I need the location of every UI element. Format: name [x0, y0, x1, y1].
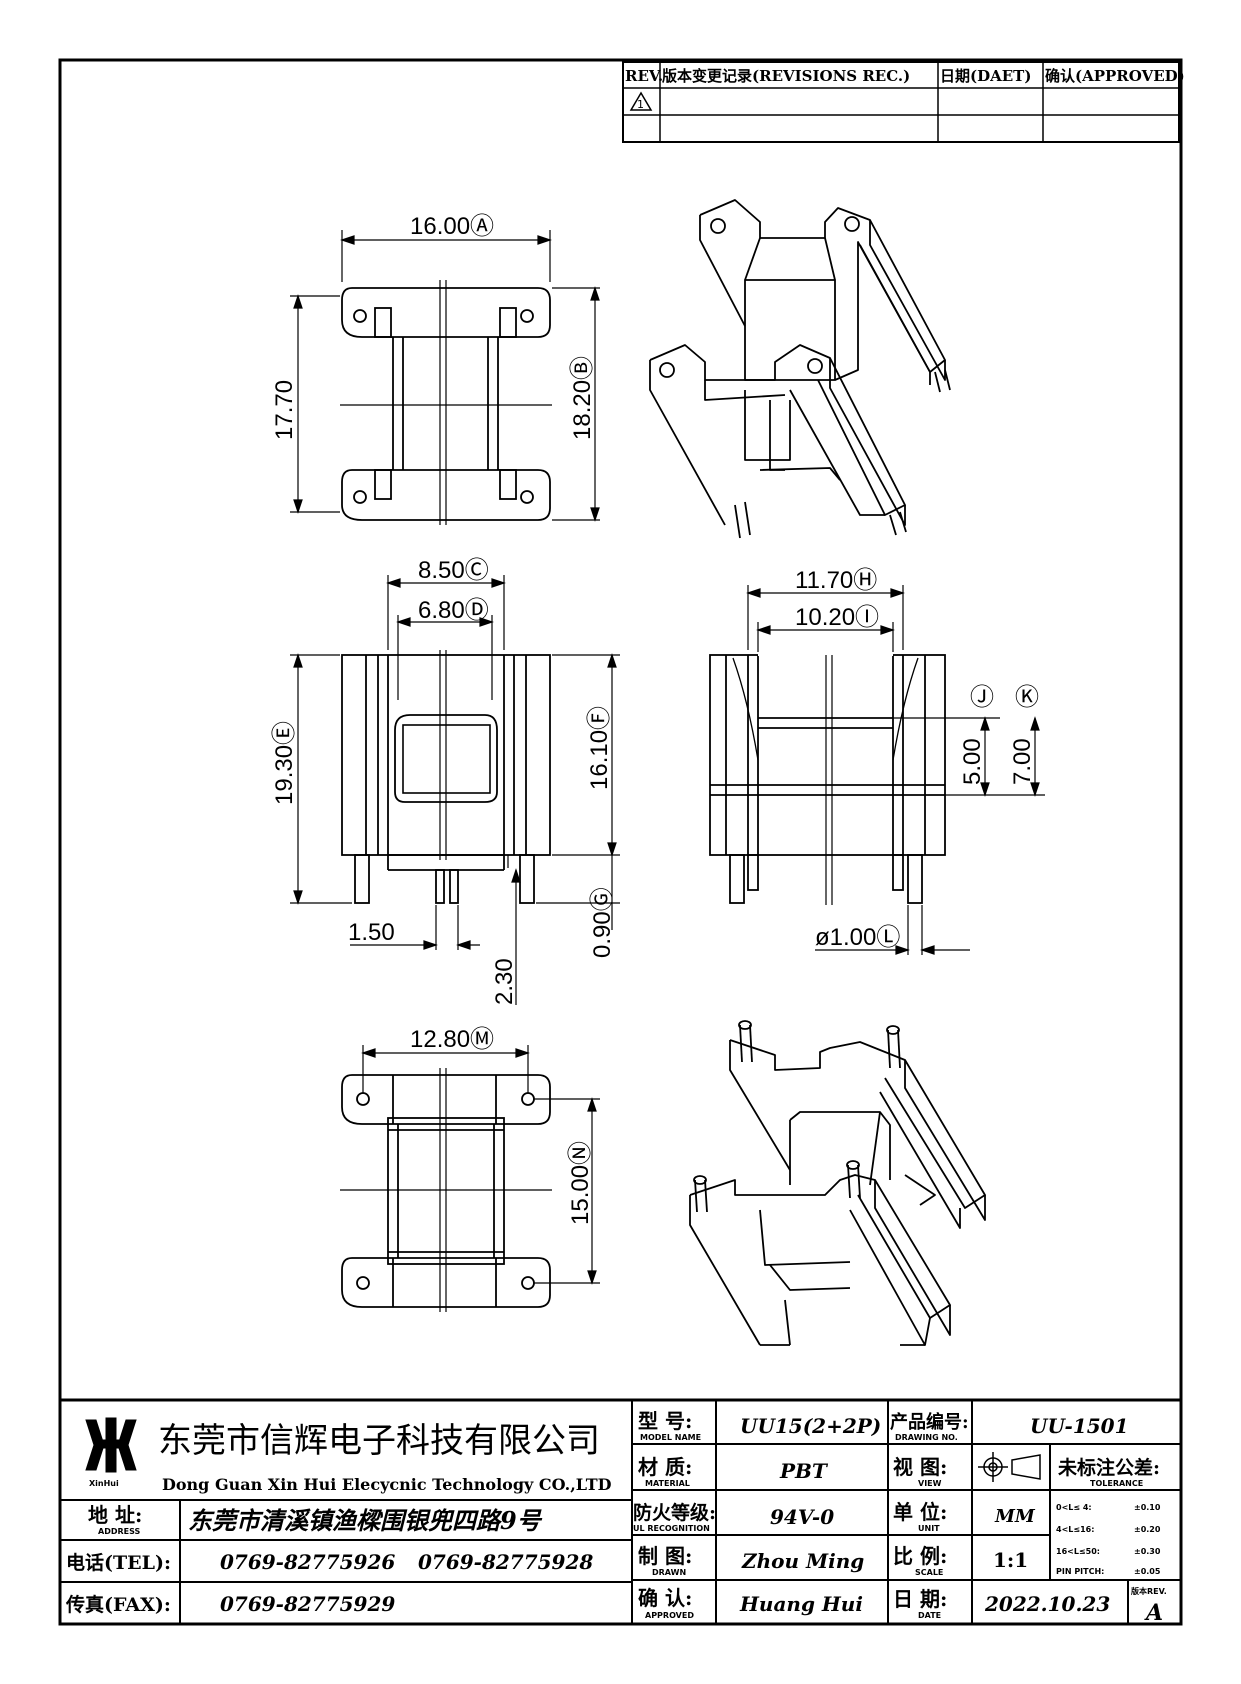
scale-value: 1:1: [993, 1548, 1028, 1572]
tolerance-value-1: ±0.10: [1134, 1503, 1161, 1512]
drawn-label: 制 图:: [638, 1544, 692, 1568]
address-label: 地 址:: [88, 1503, 142, 1527]
projection-symbol-icon: [978, 1452, 1041, 1482]
revision-table: [622, 61, 1180, 143]
drawing-no-value: UU-1501: [1030, 1414, 1129, 1438]
approved-label: 确 认:: [638, 1586, 692, 1610]
scale-label-en: SCALE: [915, 1568, 943, 1577]
side-view-dims: [746, 585, 1045, 955]
tel-label: 电话(TEL):: [66, 1551, 171, 1574]
ul-value: 94V-0: [770, 1505, 834, 1529]
dim-top-width: 16.00Ⓐ: [410, 213, 494, 240]
dim-label-j: Ⓙ: [970, 684, 994, 711]
unit-label: 单 位:: [893, 1500, 947, 1524]
dim-top-height-right: 18.20Ⓑ: [569, 356, 596, 440]
dim-label-k: Ⓚ: [1015, 684, 1039, 711]
front-view-dims: [290, 575, 620, 1005]
dim-pin-height: 2.30: [491, 958, 518, 1005]
unit-value: MM: [994, 1506, 1036, 1527]
dim-front-height-right: 16.10Ⓕ: [586, 706, 613, 790]
material-label: 材 质:: [638, 1455, 692, 1479]
front-view: [341, 650, 551, 904]
date-label-en: DATE: [918, 1611, 941, 1620]
tel-value-1: 0769-82775926: [220, 1550, 395, 1574]
dim-front-outer: 8.50Ⓒ: [418, 557, 489, 584]
logo-text: XinHui: [89, 1479, 119, 1488]
sheet-border: [58, 58, 1183, 1626]
tolerance-value-3: ±0.30: [1134, 1547, 1161, 1556]
model-label: 型 号:: [638, 1409, 692, 1433]
dim-bottom-width: 12.80Ⓜ: [410, 1026, 494, 1053]
rev-symbol: 1: [637, 98, 644, 111]
top-view: [340, 280, 552, 525]
date-label: 日 期:: [893, 1587, 947, 1611]
tolerance-title: 未标注公差:: [1057, 1456, 1160, 1479]
tolerance-en: TOLERANCE: [1090, 1479, 1143, 1488]
approved-value: Huang Hui: [739, 1592, 863, 1616]
drawing-no-label: 产品编号:: [890, 1411, 969, 1433]
title-block: [58, 1398, 1183, 1626]
dim-pin-width: 1.50: [348, 919, 395, 946]
rev-header: REV.: [625, 67, 663, 85]
dim-side-h2: 7.00: [1009, 738, 1036, 785]
drawing-no-label-en: DRAWING NO.: [895, 1433, 958, 1442]
unit-label-en: UNIT: [918, 1524, 940, 1533]
tolerance-range-4: PIN PITCH:: [1056, 1567, 1104, 1576]
ul-label-en: UL RECOGNITION: [633, 1524, 710, 1533]
address-value: 东莞市清溪镇渔樑围银兜四路9号: [188, 1506, 543, 1535]
tolerance-range-3: 16<L≤50:: [1056, 1547, 1100, 1556]
dim-top-height-left: 17.70: [271, 380, 298, 440]
tolerance-range-1: 0<L≤ 4:: [1056, 1503, 1092, 1512]
tolerance-value-2: ±0.20: [1134, 1525, 1161, 1534]
scale-label: 比 例:: [893, 1544, 947, 1568]
dim-bottom-height: 15.00Ⓝ: [567, 1141, 594, 1225]
bottom-view: [340, 1068, 552, 1312]
iso-view-bottom: [689, 1020, 986, 1346]
top-view-dims: [290, 230, 600, 522]
dim-pin-offset: 0.90Ⓖ: [589, 887, 616, 958]
bottom-view-dims: [361, 1045, 600, 1285]
date-value: 2022.10.23: [984, 1592, 1110, 1616]
dim-pin-dia: ø1.00Ⓛ: [815, 924, 900, 951]
view-label: 视 图:: [893, 1455, 947, 1479]
rev-value: A: [1144, 1600, 1163, 1626]
dim-side-h1: 5.00: [959, 738, 986, 785]
material-value: PBT: [779, 1459, 829, 1483]
company-logo: [85, 1417, 137, 1473]
dim-front-height-left: 19.30Ⓔ: [271, 721, 298, 805]
drawn-label-en: DRAWN: [652, 1568, 686, 1577]
model-label-en: MODEL NAME: [640, 1433, 701, 1442]
company-name-cn: 东莞市信辉电子科技有限公司: [158, 1421, 600, 1461]
fax-label: 传真(FAX):: [65, 1593, 171, 1616]
date-header: 日期(DAET): [940, 67, 1031, 85]
ul-label: 防火等级:: [633, 1501, 716, 1524]
dim-side-outer: 11.70Ⓗ: [795, 567, 877, 594]
iso-view-top: [649, 199, 951, 539]
fax-value: 0769-82775929: [220, 1592, 395, 1616]
drawn-value: Zhou Ming: [741, 1549, 864, 1573]
company-name-en: Dong Guan Xin Hui Elecycnic Technology C…: [162, 1475, 612, 1494]
approved-label-en: APPROVED: [645, 1611, 694, 1620]
tolerance-value-4: ±0.05: [1134, 1567, 1161, 1576]
side-view: [709, 654, 946, 905]
tolerance-range-2: 4<L≤16:: [1056, 1525, 1094, 1534]
material-label-en: MATERIAL: [645, 1479, 690, 1488]
dim-front-inner: 6.80Ⓓ: [418, 597, 489, 624]
revisions-header: 版本变更记录(REVISIONS REC.): [662, 67, 910, 85]
view-label-en: VIEW: [918, 1479, 942, 1488]
rev-label: 版本REV.: [1130, 1586, 1167, 1596]
approved-header: 确认(APPROVED): [1045, 67, 1185, 85]
tel-value-2: 0769-82775928: [418, 1550, 593, 1574]
address-label-en: ADDRESS: [98, 1527, 141, 1536]
model-value: UU15(2+2P): [740, 1414, 881, 1438]
rev-triangle-icon: [629, 91, 653, 111]
dim-side-inner: 10.20Ⓘ: [795, 604, 879, 631]
